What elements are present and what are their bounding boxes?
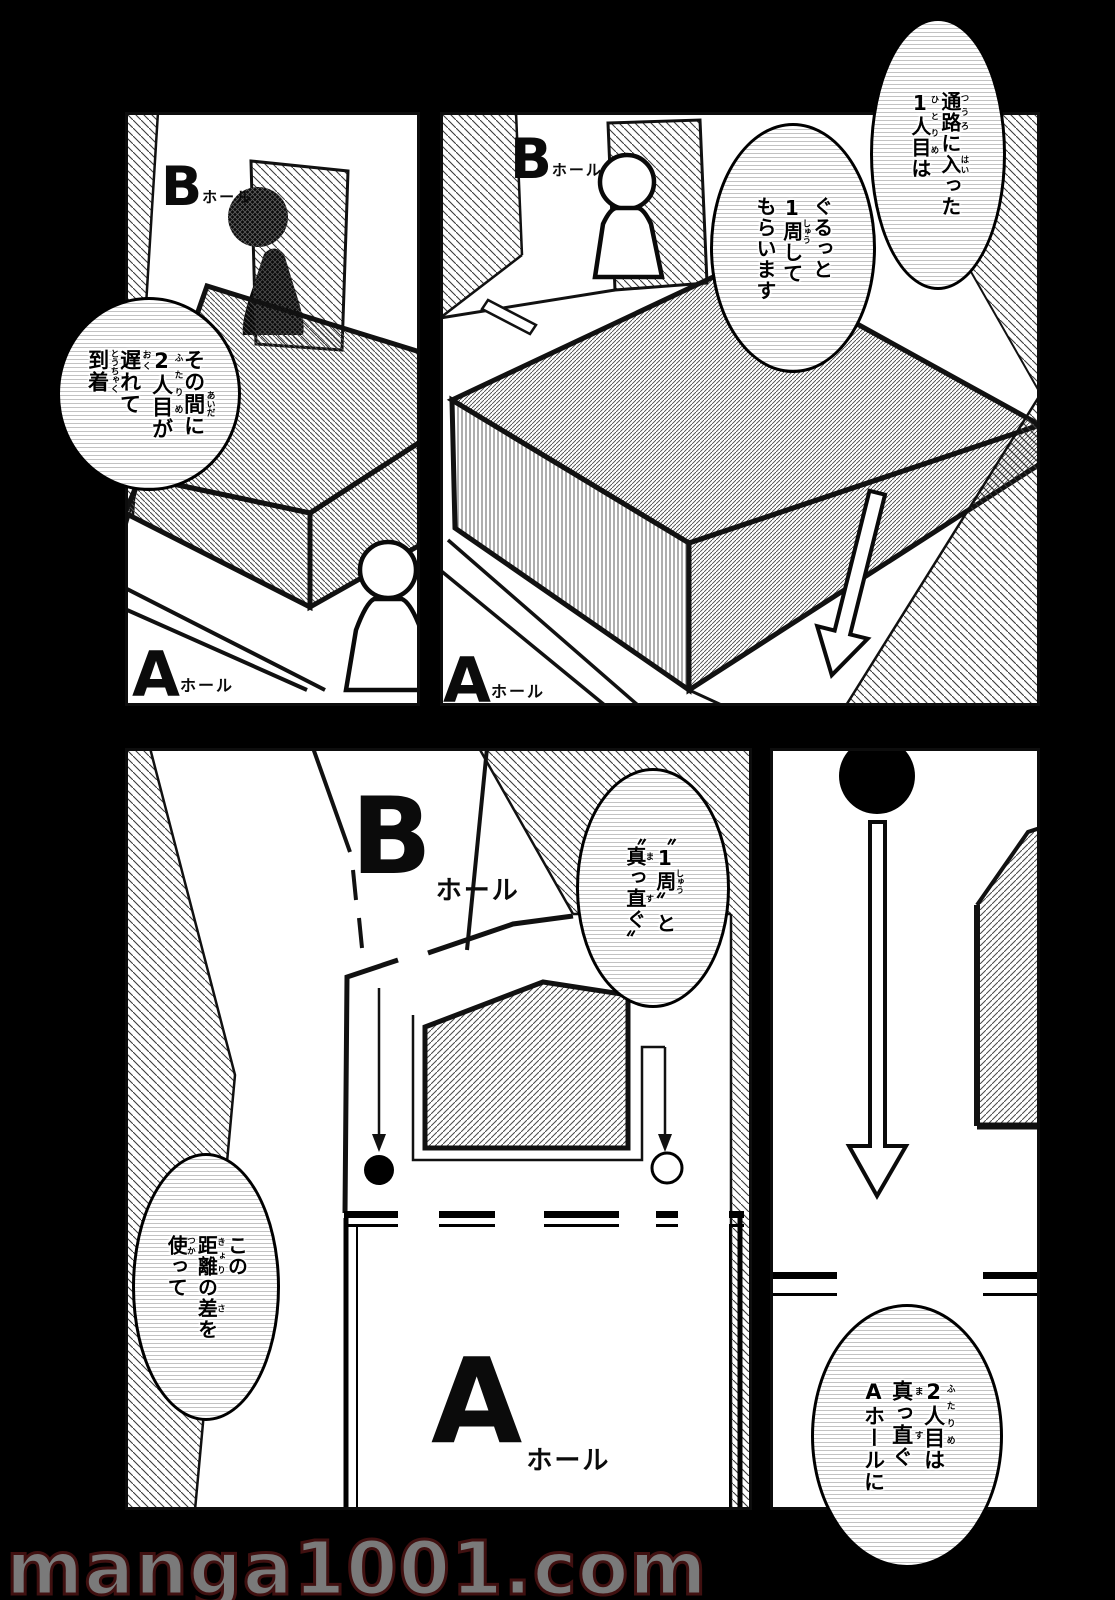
a-hall-side-walls bbox=[343, 1218, 743, 1510]
site-watermark: manga1001.com bbox=[5, 1525, 709, 1600]
exhibition-box bbox=[446, 259, 1040, 695]
booth-block bbox=[974, 826, 1040, 1130]
person-2-white-dot bbox=[650, 1151, 684, 1185]
a-hall-top-wall bbox=[344, 1211, 744, 1227]
central-booth-block bbox=[422, 979, 631, 1151]
a-hall-top-wall bbox=[770, 1272, 1040, 1296]
left-wall bbox=[440, 112, 524, 319]
wall-base-line bbox=[440, 288, 616, 320]
speech-bubble-4: 〝1周しゅう〟と〝真まっ直すぐ〟 bbox=[576, 768, 730, 1008]
floor-hatch-right bbox=[844, 394, 1040, 706]
white-pawn-figure bbox=[592, 152, 665, 280]
person-1-black-dot bbox=[839, 748, 915, 814]
route-arrow-loop bbox=[814, 488, 888, 679]
straight-route-arrow bbox=[372, 988, 386, 1152]
straight-route-big-arrow bbox=[845, 820, 910, 1201]
panel-frame bbox=[440, 112, 1040, 706]
speech-text: 〝1周しゅう〟と〝真まっ直すぐ〟 bbox=[622, 825, 685, 951]
loop-route-path bbox=[411, 1015, 672, 1162]
person-1-black-dot bbox=[364, 1155, 394, 1185]
speech-bubble-5: この距離きょりの差さを使つかって bbox=[132, 1153, 280, 1421]
walkway-step bbox=[480, 298, 538, 336]
speech-text: この距離きょりの差さを使つかって bbox=[164, 1234, 249, 1340]
walkway-lines bbox=[125, 586, 326, 692]
panel-frame bbox=[125, 748, 752, 1510]
panel-bottom-right-art bbox=[770, 748, 1040, 1510]
corridor-walls bbox=[311, 748, 574, 1214]
